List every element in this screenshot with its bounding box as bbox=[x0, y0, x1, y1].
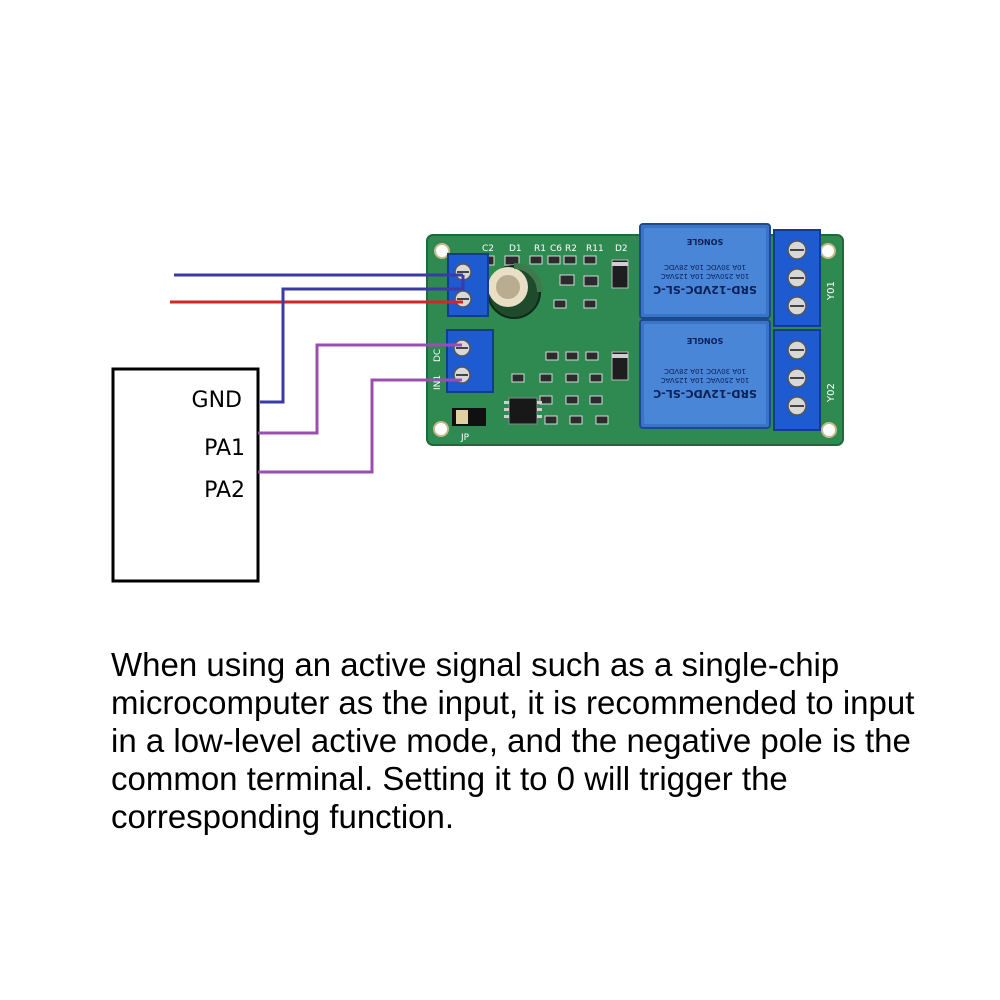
relay-2-brand: SONGLE bbox=[687, 336, 723, 345]
silk-y01: Y01 bbox=[826, 281, 837, 301]
mounting-hole bbox=[433, 421, 449, 437]
silk-jp: JP bbox=[460, 433, 470, 443]
relay-module-board: C2 D1 R1 C6 R2 R11 D2 DC IN1 bbox=[426, 223, 844, 446]
silk-r2: R2 bbox=[565, 244, 577, 254]
pa1-pin-label: PA1 bbox=[204, 436, 245, 461]
silk-d2: D2 bbox=[615, 244, 628, 254]
relay-2: SRD-12VDC-SL-C 10A 250VAC 10A 125VAC 10A… bbox=[639, 319, 771, 429]
gnd-pin-label: GND bbox=[192, 388, 242, 413]
electrolytic-capacitor bbox=[487, 263, 543, 319]
silk-c2: C2 bbox=[482, 244, 494, 254]
silk-c6: C6 bbox=[550, 244, 562, 254]
relay-1: SRD-12VDC-SL-C 10A 250VAC 10A 125VAC 10A… bbox=[639, 223, 771, 319]
silk-d1: D1 bbox=[509, 244, 522, 254]
wire-gnd bbox=[260, 275, 465, 404]
silk-r11: R11 bbox=[586, 244, 604, 254]
output-terminal-block-2: Y02 bbox=[773, 329, 837, 431]
mounting-hole bbox=[434, 243, 450, 259]
wire-pa2 bbox=[258, 378, 462, 474]
relay-1-model: SRD-12VDC-SL-C bbox=[653, 283, 757, 296]
smd-components bbox=[479, 255, 609, 425]
mounting-hole bbox=[821, 422, 837, 438]
silk-y02: Y02 bbox=[826, 383, 837, 403]
caption-text: When using an active signal such as a si… bbox=[111, 646, 915, 835]
wire-pa1 bbox=[258, 343, 462, 435]
mounting-hole bbox=[820, 243, 836, 259]
diode-d2 bbox=[611, 259, 629, 289]
diode-d4 bbox=[611, 351, 629, 381]
silk-r1: R1 bbox=[534, 244, 546, 254]
pa2-pin-label: PA2 bbox=[204, 478, 245, 503]
relay-2-rating-1: 10A 250VAC 10A 125VAC bbox=[661, 376, 750, 384]
relay-1-rating-2: 10A 30VDC 10A 28VDC bbox=[664, 263, 746, 271]
output-terminal-block-1: Y01 bbox=[773, 229, 837, 327]
relay-1-brand: SONGLE bbox=[687, 237, 723, 246]
silk-dc: DC bbox=[433, 349, 443, 362]
signal-terminal-block bbox=[446, 329, 494, 393]
microcontroller-box: GND PA1 PA2 bbox=[111, 367, 260, 583]
ic-chip bbox=[504, 397, 542, 425]
jumper-header: JP bbox=[452, 408, 486, 443]
relay-2-model: SRD-12VDC-SL-C bbox=[653, 387, 757, 400]
power-terminal-block bbox=[447, 253, 489, 317]
wires bbox=[170, 273, 465, 474]
relay-1-rating-1: 10A 250VAC 10A 125VAC bbox=[661, 272, 750, 280]
silk-in: IN1 bbox=[433, 375, 443, 390]
relay-2-rating-2: 10A 30VDC 10A 28VDC bbox=[664, 367, 746, 375]
